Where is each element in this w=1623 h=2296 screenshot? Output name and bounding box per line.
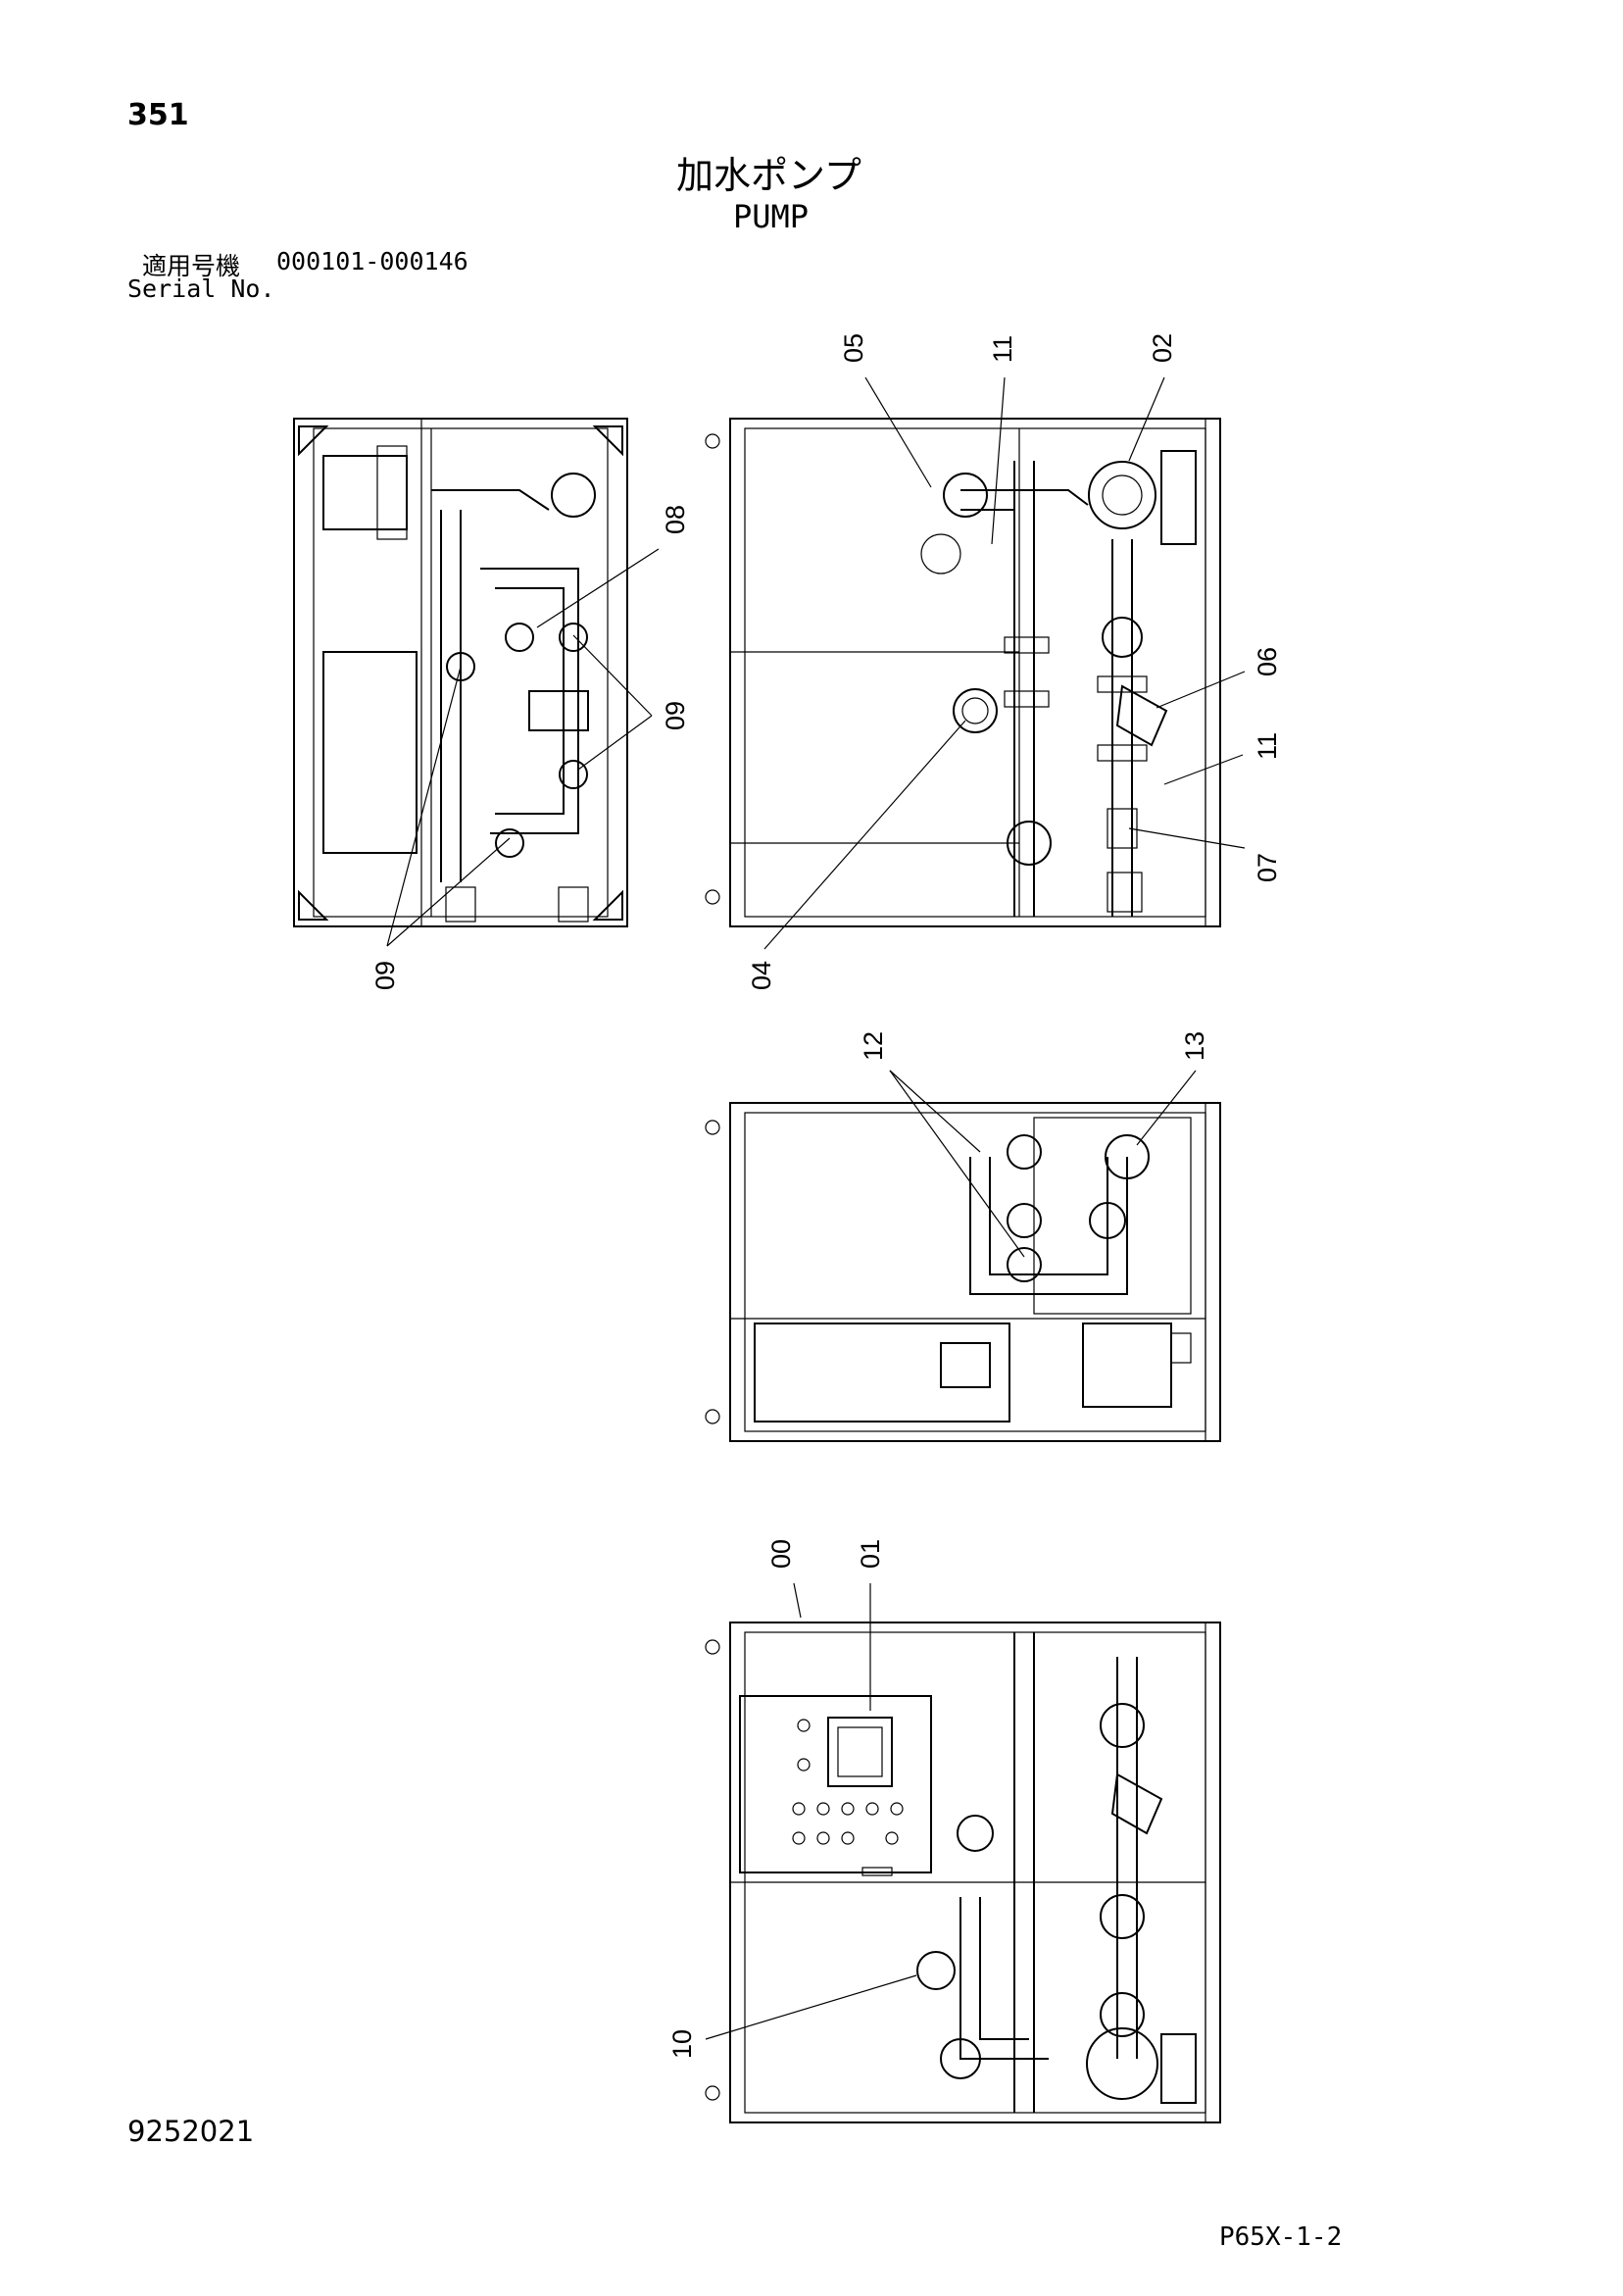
callout-09-right: 09: [661, 701, 690, 730]
callout-08: 08: [661, 505, 690, 534]
page-title-english: PUMP: [733, 198, 810, 235]
serial-label-english: Serial No.: [127, 275, 275, 303]
callout-01: 01: [856, 1539, 885, 1569]
callout-05: 05: [839, 333, 868, 363]
page-code: P65X-1-2: [1219, 2222, 1343, 2252]
rear-view: [705, 1622, 1221, 2123]
callout-00: 00: [766, 1539, 796, 1569]
callout-09-bottom: 09: [370, 961, 400, 990]
callout-04: 04: [747, 961, 776, 990]
side-view: [705, 1102, 1221, 1442]
callout-labels: 05 11 02 08 09 09 04 06 11 07 12 13 00 0…: [370, 333, 1282, 2059]
callout-10: 10: [667, 2029, 697, 2059]
front-view: [705, 418, 1221, 927]
callout-02: 02: [1148, 333, 1177, 363]
callout-leaders: [386, 376, 1246, 2040]
serial-range: 000101-000146: [276, 247, 468, 275]
callout-07: 07: [1253, 853, 1282, 882]
callout-11-top: 11: [988, 335, 1017, 363]
callout-13: 13: [1180, 1031, 1209, 1061]
top-view: [293, 418, 628, 927]
document-number: 9252021: [127, 2115, 255, 2148]
callout-12: 12: [859, 1031, 888, 1061]
callout-11-right: 11: [1253, 732, 1282, 760]
page-title-japanese: 加水ポンプ: [676, 154, 861, 197]
page-number: 351: [127, 98, 189, 132]
serial-label-japanese: 適用号機: [142, 252, 241, 280]
callout-06: 06: [1253, 647, 1282, 676]
